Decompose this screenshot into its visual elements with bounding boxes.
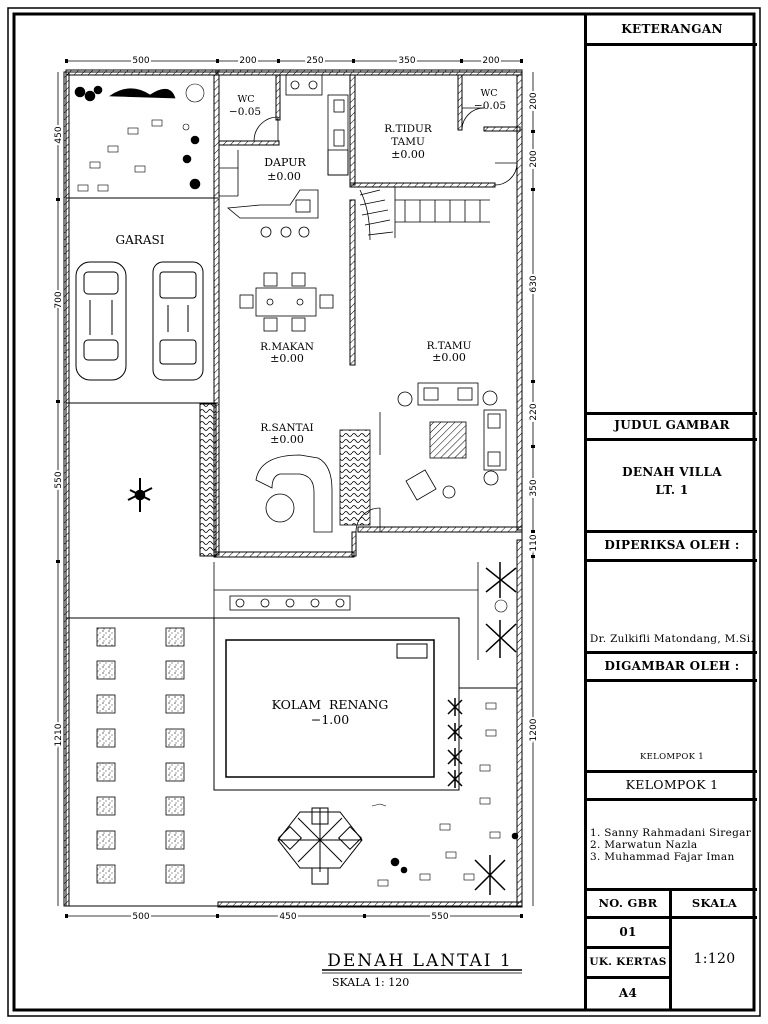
kelompok-label: KELOMPOK 1 bbox=[625, 776, 719, 792]
pool-name: KOLAM RENANG bbox=[272, 697, 389, 712]
room-dapur-level: ±0.00 bbox=[267, 170, 301, 183]
dim-top-1: 500 bbox=[132, 56, 149, 66]
dim-right-5: 350 bbox=[529, 479, 539, 496]
paving-stones bbox=[96, 627, 185, 884]
dim-right-3: 630 bbox=[529, 275, 539, 292]
keterangan-label: KETERANGAN bbox=[621, 22, 723, 36]
room-tamu-name: R.TAMU bbox=[427, 340, 472, 352]
kitchen-furniture bbox=[227, 74, 349, 238]
kertas-label: UK. KERTAS bbox=[589, 956, 667, 968]
drawing-scale-text: SKALA 1: 120 bbox=[332, 976, 409, 989]
dimension-lines: 500 200 250 350 200 500 450 550 450 700 … bbox=[52, 54, 541, 924]
skala-value: 1:120 bbox=[693, 951, 736, 967]
dim-right-6: 110 bbox=[529, 534, 539, 551]
dim-bottom-1: 500 bbox=[132, 912, 149, 922]
room-labels: WC −0.05 DAPUR ±0.00 R.TIDUR TAMU ±0.00 … bbox=[116, 88, 507, 727]
member-3: 3. Muhammad Fajar Iman bbox=[590, 851, 735, 863]
digambar-label: DIGAMBAR OLEH : bbox=[604, 659, 740, 673]
room-garasi-name: GARASI bbox=[116, 233, 165, 247]
drawing-title-text: DENAH LANTAI 1 bbox=[327, 951, 512, 971]
room-wc-2-level: −0.05 bbox=[474, 100, 506, 112]
judul-gambar-label: JUDUL GAMBAR bbox=[614, 418, 730, 432]
member-2: 2. Marwatun Nazla bbox=[590, 839, 698, 851]
inner-border bbox=[12, 12, 756, 1012]
dim-top-4: 350 bbox=[398, 56, 415, 66]
kertas-value: A4 bbox=[618, 986, 638, 1000]
judul-line-1: DENAH VILLA bbox=[622, 465, 722, 479]
diperiksa-label: DIPERIKSA OLEH : bbox=[604, 538, 740, 552]
dim-left-1: 450 bbox=[54, 126, 64, 143]
living-room-furniture bbox=[379, 382, 507, 501]
no-gbr-value: 01 bbox=[619, 925, 637, 939]
dim-top-5: 200 bbox=[482, 56, 499, 66]
dim-top-3: 250 bbox=[306, 56, 323, 66]
room-makan-level: ±0.00 bbox=[270, 352, 304, 365]
member-list: 1. Sanny Rahmadani Siregar 2. Marwatun N… bbox=[587, 801, 757, 889]
skala-label: SKALA bbox=[691, 896, 738, 910]
swimming-pool bbox=[213, 617, 517, 791]
room-wc-1-name: WC bbox=[237, 94, 254, 105]
dim-right-1: 200 bbox=[529, 92, 539, 109]
landscape-plants bbox=[74, 83, 519, 895]
dim-top-2: 200 bbox=[239, 56, 256, 66]
house-walls bbox=[199, 69, 523, 558]
dim-right-4: 220 bbox=[529, 403, 539, 420]
title-block: KETERANGAN JUDUL GAMBAR DENAH VILLA LT. … bbox=[584, 14, 757, 1010]
judul-line-2: LT. 1 bbox=[655, 483, 689, 497]
doors bbox=[219, 107, 518, 533]
dim-right-7: 1200 bbox=[529, 718, 539, 741]
dim-left-2: 700 bbox=[54, 291, 64, 308]
digambar-small: KELOMPOK 1 bbox=[639, 752, 705, 762]
member-1: 1. Sanny Rahmadani Siregar bbox=[590, 827, 752, 839]
room-wc-1-level: −0.05 bbox=[229, 106, 261, 118]
dim-right-2: 200 bbox=[529, 150, 539, 167]
drawing-title: DENAH LANTAI 1 SKALA 1: 120 bbox=[322, 951, 522, 989]
diperiksa-name: Dr. Zulkifli Matondang, M.Si. bbox=[589, 633, 755, 645]
family-room-furniture bbox=[255, 429, 371, 533]
room-santai-level: ±0.00 bbox=[270, 433, 304, 446]
dim-left-4: 1210 bbox=[54, 723, 64, 746]
room-tidur-name-2: TAMU bbox=[391, 136, 425, 148]
dim-bottom-2: 450 bbox=[279, 912, 296, 922]
dim-bottom-3: 550 bbox=[431, 912, 448, 922]
staircase bbox=[359, 187, 490, 241]
dining-table bbox=[239, 272, 334, 332]
room-tidur-name: R.TIDUR bbox=[384, 123, 433, 135]
room-makan-name: R.MAKAN bbox=[260, 341, 314, 353]
pool-level: −1.00 bbox=[311, 712, 349, 727]
room-tidur-level: ±0.00 bbox=[391, 148, 425, 161]
gazebo bbox=[277, 807, 363, 885]
terrace-lamps bbox=[213, 562, 479, 660]
no-gbr-label: NO. GBR bbox=[598, 896, 658, 910]
room-tamu-level: ±0.00 bbox=[432, 351, 466, 364]
room-santai-name: R.SANTAI bbox=[260, 422, 313, 434]
dim-left-3: 550 bbox=[54, 471, 64, 488]
room-dapur-name: DAPUR bbox=[264, 156, 306, 169]
room-wc-2-name: WC bbox=[480, 88, 497, 99]
outer-border bbox=[7, 7, 761, 1017]
garage-cars bbox=[75, 261, 204, 381]
titleblock-divider bbox=[669, 888, 672, 1010]
